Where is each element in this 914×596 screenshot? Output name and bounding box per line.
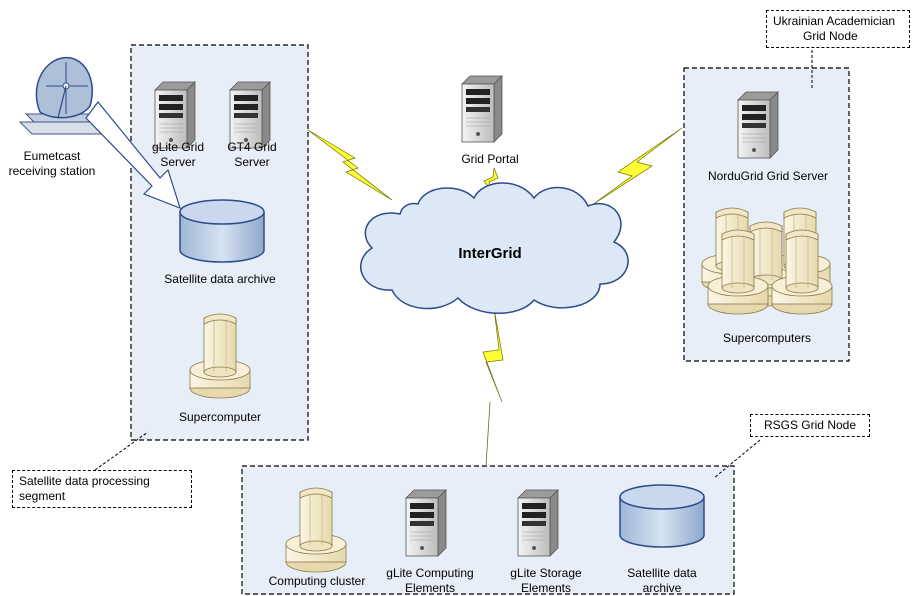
grid-portal-server-icon	[461, 75, 503, 143]
intergrid-cloud	[360, 182, 629, 314]
nordugrid-server-icon	[737, 91, 779, 159]
lightning-left-link	[307, 129, 393, 201]
lightning-bottom-link	[482, 307, 504, 403]
supercomputers-group-icon	[701, 207, 833, 315]
computing-cluster-label: Computing cluster	[268, 574, 366, 588]
supercomputer-label: Supercomputer	[178, 410, 262, 424]
lightning-right-link	[591, 127, 683, 206]
glite-storage-elements-icon	[517, 489, 559, 557]
gt4-server-icon	[229, 81, 271, 149]
glite-server-icon	[154, 81, 196, 149]
satellite-archive-cylinder	[179, 199, 265, 263]
satellite-dish-icon	[18, 56, 110, 135]
rsgs-node-callout: RSGS Grid Node	[750, 414, 870, 437]
callout-leader-bottom	[713, 439, 761, 479]
grid-portal-label: Grid Portal	[461, 152, 519, 166]
glite-computing-elements-icon	[405, 489, 447, 557]
callout-leader-left	[94, 431, 149, 471]
intergrid-label: InterGrid	[458, 245, 522, 262]
supercomputers-label: Supercomputers	[722, 331, 812, 345]
satellite-archive-label: Satellite data archive	[164, 272, 276, 286]
downlink-arrow	[85, 101, 181, 210]
bottom-link-line	[485, 401, 491, 467]
nordugrid-server-label: NorduGrid Grid Server	[707, 169, 829, 183]
bottom-archive-cylinder	[619, 484, 705, 548]
